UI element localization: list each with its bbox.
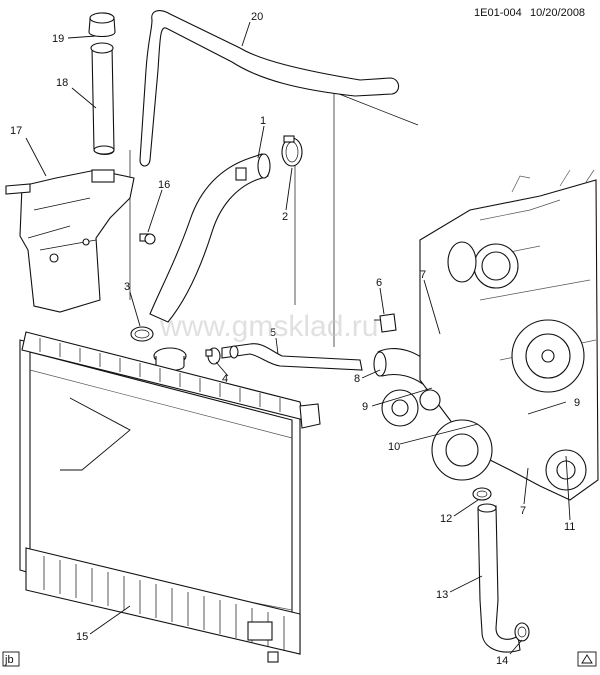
callout-7-lower: 7	[520, 505, 526, 517]
hose-clamp-part-2	[281, 135, 303, 167]
callout-16: 16	[158, 179, 170, 191]
corner-tag-right	[577, 651, 597, 667]
callout-9-left: 9	[362, 401, 368, 413]
callout-14: 14	[496, 655, 508, 667]
corner-tag-left: jb	[2, 651, 20, 667]
hose-clamp-part-4	[205, 347, 221, 365]
corner-tag-text: jb	[4, 654, 14, 666]
callout-15: 15	[76, 631, 88, 643]
fitting-part-6	[374, 313, 397, 333]
callout-17: 17	[10, 125, 22, 137]
radiator-part-15	[19, 331, 321, 663]
callout-3: 3	[124, 281, 130, 293]
callout-1: 1	[260, 115, 266, 127]
lower-hose-part-13	[477, 503, 521, 653]
bolt-part-16	[139, 233, 156, 245]
callout-9-right: 9	[574, 397, 580, 409]
callout-6: 6	[376, 277, 382, 289]
callout-8: 8	[354, 373, 360, 385]
callout-5: 5	[270, 327, 276, 339]
callout-10: 10	[388, 441, 400, 453]
vent-hose-part-20	[139, 10, 400, 167]
engine-assembly	[381, 169, 599, 501]
callout-13: 13	[436, 589, 448, 601]
callout-19: 19	[52, 33, 64, 45]
reservoir-cap-part-19	[88, 12, 116, 38]
watermark-text: www.gmsklad.ru	[159, 310, 378, 343]
hose-clamp-part-3	[130, 326, 154, 342]
hose-clamp-part-12	[472, 487, 492, 501]
callout-12: 12	[440, 513, 452, 525]
coolant-reservoir-part-17	[5, 169, 135, 313]
callout-labels: 20 19 18 17 16 1 2 3 4 5 6 7 7 8 9 9 10 …	[10, 11, 580, 667]
diagram-code: 1E01-004	[474, 7, 522, 19]
upper-radiator-hose-part-1	[149, 153, 271, 323]
callout-18: 18	[56, 77, 68, 89]
diagram-date: 10/20/2008	[530, 7, 585, 19]
callout-7-upper: 7	[420, 269, 426, 281]
leader-lines	[25, 21, 571, 655]
callout-2: 2	[282, 211, 288, 223]
callout-11: 11	[564, 521, 575, 533]
callout-20: 20	[251, 11, 263, 23]
filler-neck-part-18	[90, 42, 115, 156]
triangle-icon	[581, 654, 593, 664]
hose-clamp-part-14	[514, 622, 530, 642]
bypass-hose-part-5	[221, 343, 363, 371]
callout-4: 4	[222, 373, 228, 385]
